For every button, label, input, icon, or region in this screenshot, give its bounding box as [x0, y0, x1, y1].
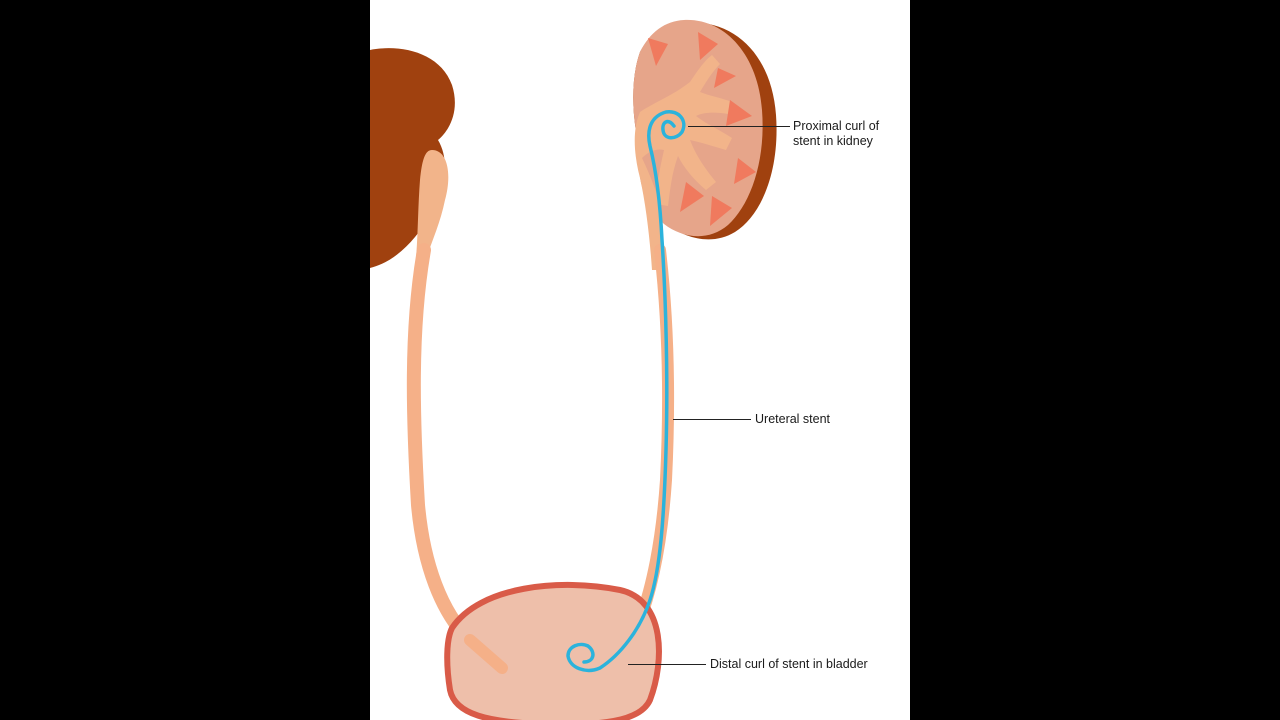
proximal-label-line1: Proximal curl of — [793, 119, 880, 133]
papilla-2 — [698, 32, 718, 60]
left-ureter-orifice — [464, 634, 508, 674]
left-ureter — [406, 243, 507, 675]
letterbox-right — [910, 0, 1280, 720]
papilla-4 — [726, 100, 752, 126]
papilla-5 — [734, 158, 756, 184]
right-ureter — [632, 244, 674, 631]
letterbox-left — [0, 0, 370, 720]
left-renal-pelvis — [416, 150, 449, 260]
ureteral-stent — [566, 110, 686, 673]
proximal-leader-line — [688, 126, 790, 127]
papilla-7 — [710, 196, 732, 226]
distal-curl-label: Distal curl of stent in bladder — [710, 657, 868, 671]
ureteral-leader-line — [673, 419, 751, 420]
proximal-label-line2: stent in kidney — [793, 134, 873, 148]
bladder — [444, 581, 662, 720]
left-kidney — [370, 48, 455, 269]
ureteral-stent-label: Ureteral stent — [755, 412, 831, 426]
papilla-1 — [648, 38, 668, 66]
papilla-3 — [714, 68, 736, 88]
proximal-curl-label: Proximal curl of stent in kidney — [793, 119, 879, 149]
distal-leader-line — [628, 664, 706, 665]
papilla-6 — [680, 182, 704, 212]
